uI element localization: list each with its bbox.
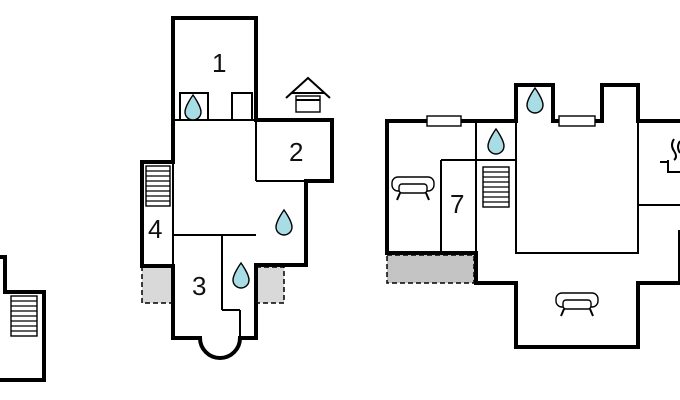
middle-building: 1 2 3 4 bbox=[140, 16, 334, 360]
water-drop-icon bbox=[184, 93, 202, 121]
well-icon bbox=[285, 76, 331, 113]
sofa-icon bbox=[391, 176, 435, 201]
room-7-label: 7 bbox=[450, 189, 464, 219]
window-icon bbox=[426, 115, 462, 127]
window-icon bbox=[558, 115, 596, 127]
stairs-icon bbox=[482, 166, 510, 208]
stairs-icon bbox=[145, 165, 171, 207]
room-2-label: 2 bbox=[289, 137, 303, 167]
water-drop-icon bbox=[487, 127, 505, 155]
terrace-left bbox=[141, 266, 173, 304]
water-drop-icon bbox=[275, 208, 293, 236]
left-partial-building bbox=[0, 255, 46, 382]
stove-icon bbox=[660, 138, 680, 173]
water-drop-icon bbox=[232, 261, 250, 289]
sofa-icon bbox=[555, 292, 599, 317]
terrace-right bbox=[255, 266, 285, 304]
room-4-label: 4 bbox=[148, 214, 162, 244]
room-1-label: 1 bbox=[212, 48, 226, 78]
terrace-right-building bbox=[386, 254, 475, 284]
water-drop-icon bbox=[526, 86, 544, 114]
room-3-label: 3 bbox=[192, 271, 206, 301]
right-building: 7 bbox=[385, 83, 680, 349]
stairs-icon bbox=[10, 295, 38, 337]
